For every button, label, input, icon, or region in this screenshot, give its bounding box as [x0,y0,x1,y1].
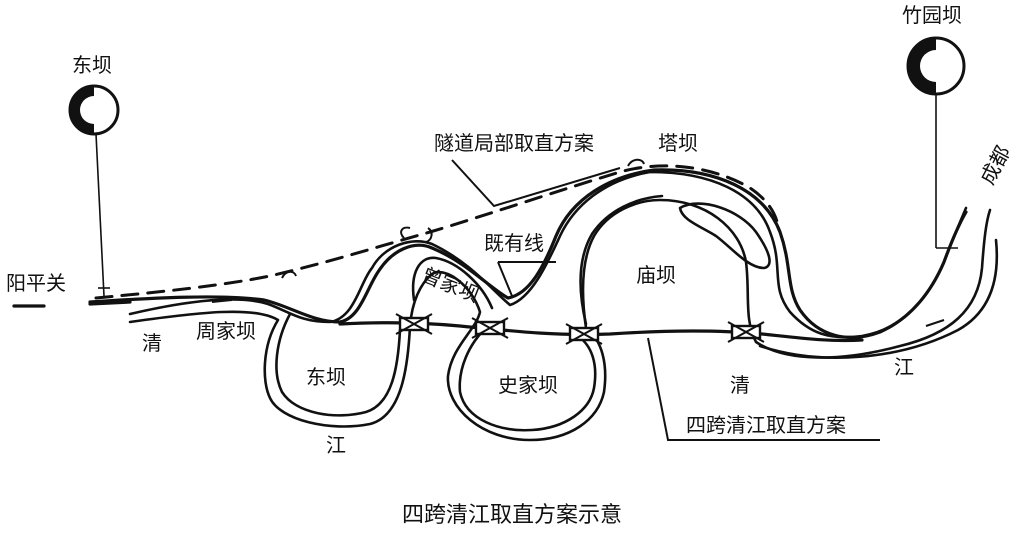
railway-start-stub-2 [88,300,132,306]
label-zhuyuanba-station: 竹园坝 [902,3,962,27]
station-inner-icon [920,50,936,82]
qingjiang-river [128,170,999,442]
label-qing-right: 清 [730,373,750,397]
station-inner-icon [80,96,94,124]
leader-tunnel-plan [451,159,621,208]
label-yangpingguan: 阳平关 [6,271,66,295]
label-taba: 塔坝 [658,131,698,155]
label-chengdu: 成都 [975,142,1015,189]
tunnel-portals [281,158,645,279]
label-existing-line: 既有线 [484,231,544,255]
river-bank-right-channel [758,238,999,359]
bridge-2 [471,317,509,339]
railway-tunnel-plan [94,164,780,300]
water-mark-1 [211,299,233,303]
river-island [678,202,771,270]
label-shijiaba: 史家坝 [498,373,558,397]
railway-lines [12,164,968,343]
tunnel-portal-4 [627,158,645,167]
station-leader-line [95,133,105,297]
railway-four-cross-plan [338,321,864,343]
label-zhoujiaba: 周家坝 [196,319,256,343]
station-dongba-symbol [68,84,120,297]
river-bank-shijiaba-inner [458,324,597,432]
river-bank-miaoba-inner [579,194,664,326]
bridge-3 [565,323,603,345]
label-jiang-right: 江 [894,355,914,379]
figure-caption: 四跨清江取直方案示意 [402,503,622,528]
label-qing-left: 清 [142,331,162,355]
bridge-4 [727,321,765,343]
label-miaoba: 庙坝 [636,263,676,287]
water-mark-2 [925,319,945,327]
bridges [395,313,765,345]
label-dongba-station: 东坝 [72,53,112,77]
leader-existing-line [497,261,556,297]
label-tunnel-plan: 隧道局部取直方案 [434,131,594,155]
tunnel-portal-1 [281,270,297,279]
annotation-leaders [451,159,880,441]
label-four-cross-plan: 四跨清江取直方案 [686,413,846,437]
label-zengjiaba: 曾家坝 [418,262,483,307]
station-zhuyuanba-symbol [906,36,966,249]
tunnel-portal-3 [425,227,433,243]
river-bank-dongba-inner [275,312,402,417]
leader-four-cross [647,337,880,441]
tunnel-portal-2 [400,226,411,239]
railway-existing-line [88,168,968,340]
label-jiang-bottom: 江 [326,433,346,457]
bridge-1 [395,313,433,335]
label-dongba-area: 东坝 [306,365,346,389]
river-bank-zengjiaba-inner [411,256,494,310]
